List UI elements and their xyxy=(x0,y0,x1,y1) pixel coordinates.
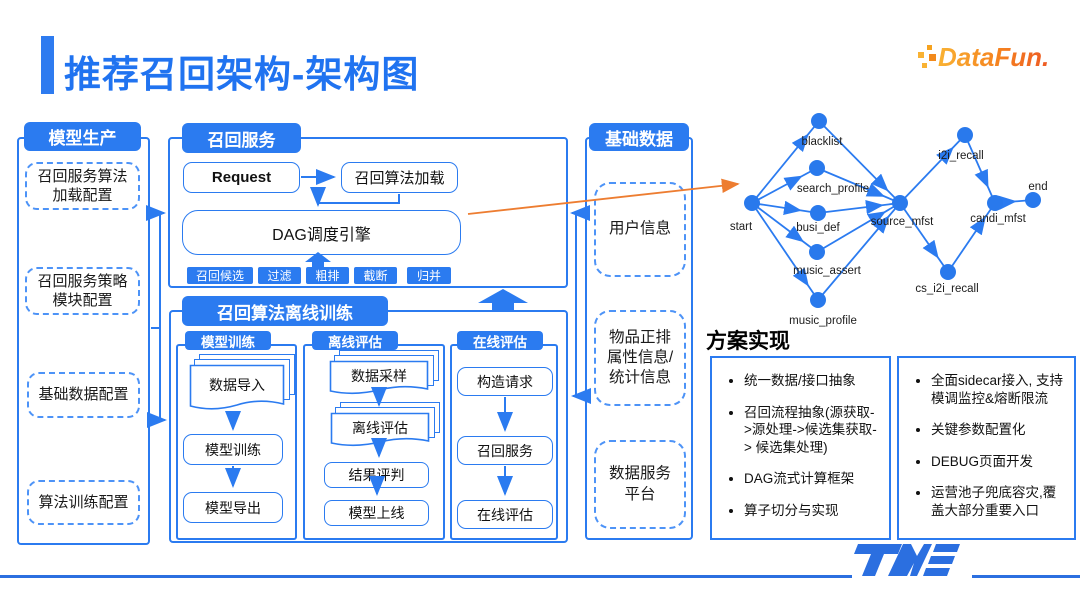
doc-front xyxy=(189,364,285,410)
doc-label: 数据导入 xyxy=(209,377,265,394)
doc-label: 离线评估 xyxy=(352,420,408,437)
dag-node-label: cs_i2i_recall xyxy=(915,283,978,295)
offline-eval-header: 离线评估 xyxy=(312,331,398,350)
solution-bullet: 关键参数配置化 xyxy=(931,421,1066,439)
title-accent-bar xyxy=(41,36,54,94)
model-training-header: 模型训练 xyxy=(185,331,271,350)
offline-eval-docs: 离线评估 xyxy=(330,402,440,450)
dag-node-label: music_assert xyxy=(793,265,862,277)
model-production-item: 基础数据配置 xyxy=(27,372,140,418)
recall-service-header: 召回服务 xyxy=(182,123,301,153)
solution-bullet: 统一数据/接口抽象 xyxy=(744,372,881,390)
dag-node-label: search_profile xyxy=(797,183,869,195)
logo-pixel xyxy=(918,52,924,58)
solution-bullet: 召回流程抽象(源获取->源处理->候选集获取-> 候选集处理) xyxy=(744,404,881,457)
model-production-item: 算法训练配置 xyxy=(27,480,140,525)
dag-node-label: end xyxy=(1028,181,1047,193)
up-block-arrow-big xyxy=(478,289,528,311)
stage-tag: 过滤 xyxy=(258,267,301,284)
data-import-docs: 数据导入 xyxy=(189,354,295,414)
data-sample-docs: 数据采样 xyxy=(329,350,439,398)
dag-node-label: start xyxy=(730,221,753,233)
datafun-logo: DataFun. xyxy=(916,40,1066,80)
step-box: 召回服务 xyxy=(457,436,553,465)
solution-left-box: 统一数据/接口抽象 召回流程抽象(源获取->源处理->候选集获取-> 候选集处理… xyxy=(710,356,891,540)
stage-tag: 归并 xyxy=(407,267,451,284)
step-box: 模型训练 xyxy=(183,434,283,465)
solution-bullet: 全面sidecar接入, 支持模调监控&熔断限流 xyxy=(931,372,1066,407)
footer-line xyxy=(0,575,1080,578)
dag-node-label: busi_def xyxy=(796,222,840,234)
stage-tag: 召回候选 xyxy=(187,267,253,284)
step-box: 结果评判 xyxy=(324,462,429,488)
online-eval-header: 在线评估 xyxy=(457,331,543,350)
solution-right-box: 全面sidecar接入, 支持模调监控&熔断限流 关键参数配置化 DEBUG页面… xyxy=(897,356,1076,540)
base-data-item: 数据服务平台 xyxy=(594,440,686,529)
datafun-wordmark: DataFun. xyxy=(938,42,1050,72)
request-box: Request xyxy=(183,162,300,193)
solution-left-list: 统一数据/接口抽象 召回流程抽象(源获取->源处理->候选集获取-> 候选集处理… xyxy=(718,372,881,519)
solution-bullet: DAG流式计算框架 xyxy=(744,470,881,488)
algo-load-box: 召回算法加载 xyxy=(341,162,458,193)
solution-right-list: 全面sidecar接入, 支持模调监控&熔断限流 关键参数配置化 DEBUG页面… xyxy=(905,372,1066,519)
logo-pixel xyxy=(927,45,932,50)
dag-graph-edges xyxy=(751,120,1034,301)
step-box: 在线评估 xyxy=(457,500,553,529)
dag-graph-labels: start blacklist search_profile busi_def … xyxy=(730,136,1048,327)
base-data-item: 用户信息 xyxy=(594,182,686,277)
base-data-header: 基础数据 xyxy=(589,123,689,151)
model-production-item: 召回服务算法加载配置 xyxy=(25,162,140,210)
offline-training-header: 召回算法离线训练 xyxy=(182,296,388,326)
base-data-item: 物品正排属性信息/统计信息 xyxy=(594,310,686,406)
page-title: 推荐召回架构-架构图 xyxy=(64,54,420,95)
dag-node-label: source_mfst xyxy=(871,216,934,228)
dag-graph-nodes xyxy=(744,113,1041,308)
tme-logo xyxy=(852,542,972,579)
dag-node-label: candi_mfst xyxy=(970,213,1026,225)
step-box: 模型上线 xyxy=(324,500,429,526)
step-box: 模型导出 xyxy=(183,492,283,523)
dag-engine-box: DAG调度引擎 xyxy=(182,210,461,255)
logo-pixel xyxy=(922,63,927,68)
stage-tag: 截断 xyxy=(354,267,397,284)
stage-tag: 粗排 xyxy=(306,267,349,284)
solution-bullet: 算子切分与实现 xyxy=(744,502,881,520)
solution-bullet: 运营池子兜底容灾,覆盖大部分重要入口 xyxy=(931,484,1066,519)
dag-node-label: i2i_recall xyxy=(938,150,983,162)
step-box: 构造请求 xyxy=(457,367,553,396)
dag-node-label: music_profile xyxy=(789,315,857,327)
model-production-header: 模型生产 xyxy=(24,122,141,151)
dag-node-label: blacklist xyxy=(802,136,844,148)
solution-bullet: DEBUG页面开发 xyxy=(931,453,1066,471)
model-production-item: 召回服务策略模块配置 xyxy=(25,267,140,315)
logo-pixel xyxy=(929,54,936,61)
doc-label: 数据采样 xyxy=(351,368,407,385)
solution-title: 方案实现 xyxy=(706,330,790,353)
